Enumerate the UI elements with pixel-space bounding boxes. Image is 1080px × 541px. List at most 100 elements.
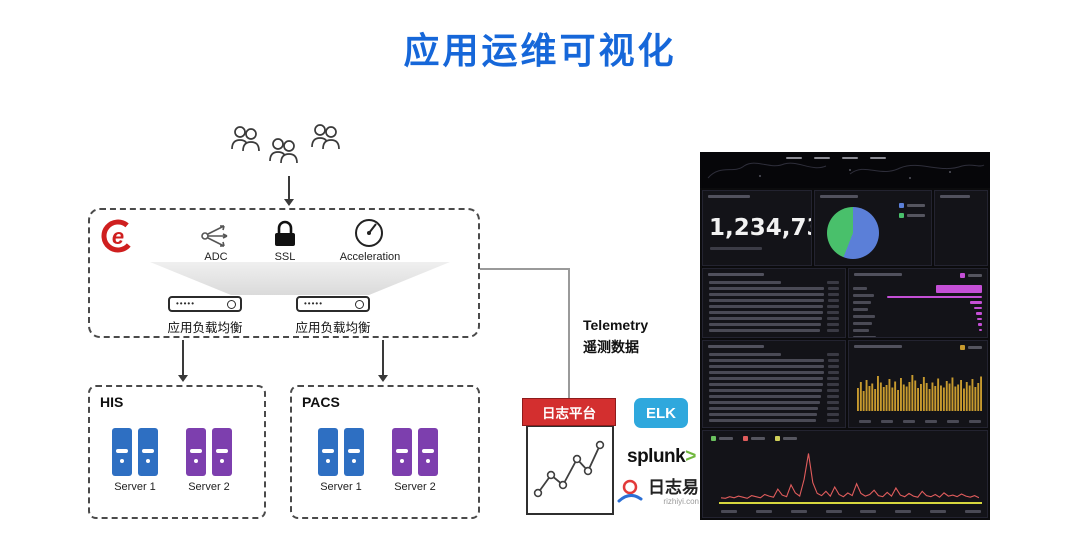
arrowhead-down-icon [378,375,388,382]
feature-label-adc: ADC [204,251,228,263]
array-networks-logo: e [101,219,135,253]
server-tower [392,428,412,476]
pie-legend-item [899,203,925,208]
server-label: Server 2 [394,481,436,493]
server-tower [186,428,206,476]
server-label: Server 1 [320,481,362,493]
appliance-knob-icon [227,299,236,309]
arrowhead-down-icon [178,375,188,382]
map-menu-placeholder [786,157,886,159]
arrow-users-to-lb [288,176,290,200]
legend-dot-icon [743,436,748,441]
server-tower [418,428,438,476]
histogram-ticks [859,420,981,423]
elk-badge: ELK [634,398,688,428]
log-list-panel [702,268,846,338]
panel-header-placeholder [854,345,902,348]
rizhiyi-icon [617,479,643,503]
server-tower [138,428,158,476]
panel-header-placeholder [854,273,902,276]
feature-label-ssl: SSL [274,251,296,263]
appliance-knob-icon [355,299,364,309]
server-label: Server 1 [114,481,156,493]
appliance-dots: ••••• [304,299,324,308]
x-axis-line [719,502,982,504]
telemetry-connector-h [480,268,570,270]
appliance-dots: ••••• [176,299,196,308]
load-balancer-label: 应用负载均衡 [167,321,243,335]
load-balancer-appliance: ••••• [296,296,370,312]
his-cluster-box [88,385,266,519]
telemetry-zh: 遥测数据 [583,339,639,355]
load-balancer-label: 应用负载均衡 [295,321,371,335]
splunk-text: splunk [627,446,686,467]
ssl-lock-icon [275,220,295,246]
load-balancer-box [88,208,480,338]
legend-dot-icon [775,436,780,441]
legend-label-placeholder [719,437,733,440]
adc-icon [201,225,228,247]
line-chart-icon [533,440,605,498]
event-trend-panel [702,430,988,518]
telemetry-label: Telemetry 遥测数据 [583,314,648,358]
pie-chart [827,207,879,259]
panel-header-placeholder [708,345,764,348]
server-tower [318,428,338,476]
world-map-graphic [707,162,985,179]
histogram-legend-item [960,345,982,350]
splunk-arrow: > [685,446,696,467]
histogram-panel [848,340,988,428]
line-legend-item [775,436,797,441]
telemetry-en: Telemetry [583,317,649,333]
pacs-cluster-box [290,385,480,519]
log-list-panel [702,340,846,428]
histogram-legend-dot [960,345,965,350]
server-tower [344,428,364,476]
rizhiyi-domain: rizhiyi.con [663,496,699,506]
pie-legend-item [899,213,925,218]
rizhiyi-name: 日志易 [648,477,699,497]
legend-dot-icon [711,436,716,441]
legend-label-placeholder [751,437,765,440]
panel-header-placeholder [708,195,750,198]
legend-dot-icon [899,203,904,208]
panel-header-placeholder [940,195,970,198]
requests-bar-labels [853,287,876,337]
monitoring-dashboard: 1,234,73 [700,152,990,520]
users-icon [231,124,340,164]
log-chart-box [526,425,614,515]
arrowhead-down-icon [284,199,294,206]
top-requests-panel [848,268,988,338]
legend-label-placeholder [907,204,925,207]
line-legend-item [743,436,765,441]
server-tower [112,428,132,476]
line-ticks [721,510,981,513]
his-cluster-title: HIS [100,394,124,410]
telemetry-connector-v [568,268,570,398]
map-panel [700,152,990,188]
panel-header-placeholder [820,195,858,198]
arrow-lb-to-his [182,340,184,376]
subtext-placeholder [710,247,762,250]
server-tower [212,428,232,476]
legend-label-placeholder [968,346,982,349]
pie-panel [814,190,932,266]
total-count-panel: 1,234,73 [702,190,812,266]
log-platform-badge: 日志平台 [522,398,616,426]
rizhiyi-logo: 日志易 rizhiyi.con [616,478,699,506]
legend-dot-icon [899,213,904,218]
big-number: 1,234,73 [709,215,812,241]
line-legend-item [711,436,733,441]
line-legend [711,436,797,441]
legend-label-placeholder [968,274,982,277]
arrow-lb-to-pacs [382,340,384,376]
requests-legend-dot [960,273,965,278]
legend-label-placeholder [907,214,925,217]
event-line-chart [721,453,979,499]
pacs-cluster-title: PACS [302,394,340,410]
panel-header-placeholder [708,273,764,276]
feature-label-acceleration: Acceleration [339,251,401,263]
log-list [703,353,845,425]
page-title: 应用运维可视化 [403,30,677,71]
